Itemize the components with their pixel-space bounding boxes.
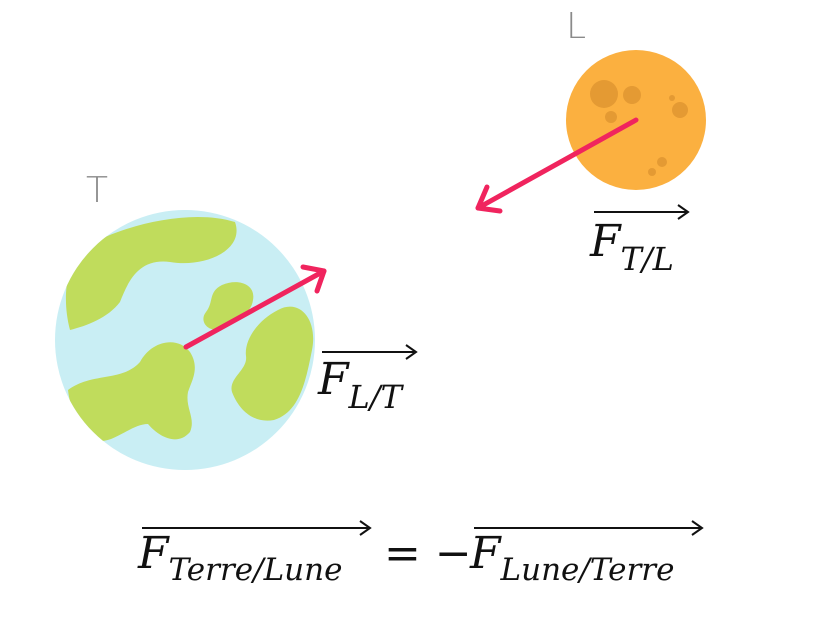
moon-crater: [657, 157, 667, 167]
earth-land-northwest: [65, 216, 237, 330]
equation: FTerre/Lune = − FLune/Terre: [137, 520, 704, 588]
earth-land-east: [231, 306, 314, 421]
svg-text:FT/L: FT/L: [589, 216, 674, 278]
force-subscript: L/T: [348, 378, 405, 416]
svg-text:FTerre/Lune: FTerre/Lune: [137, 528, 342, 588]
moon-label: L: [566, 6, 586, 47]
force-arrow-earth-on-moon: [475, 117, 639, 214]
equation-rhs-symbol: F: [469, 528, 502, 579]
equation-operator: = −: [384, 528, 472, 579]
svg-text:FLune/Terre: FLune/Terre: [469, 528, 674, 588]
moon-crater: [623, 86, 641, 104]
force-label-earth-on-moon: FT/L: [589, 204, 690, 278]
force-symbol: F: [589, 216, 622, 267]
earth-land-island: [203, 282, 254, 330]
force-symbol: F: [317, 354, 350, 405]
moon-crater: [672, 102, 688, 118]
earth-icon: [55, 210, 315, 470]
moon-crater: [605, 111, 617, 123]
force-label-moon-on-earth: FL/T: [317, 344, 418, 416]
moon-crater: [669, 95, 675, 101]
equation-lhs-symbol: F: [137, 528, 170, 579]
earth-label: T: [86, 170, 108, 211]
svg-text:FL/T: FL/T: [317, 354, 405, 416]
moon-crater: [648, 168, 656, 176]
moon-crater: [590, 80, 618, 108]
force-arrow-moon-on-earth: [183, 264, 327, 350]
force-subscript: T/L: [621, 240, 674, 278]
earth-land-southwest: [68, 342, 195, 442]
equation-lhs-subscript: Terre/Lune: [169, 552, 343, 588]
equation-rhs-subscript: Lune/Terre: [500, 552, 675, 588]
